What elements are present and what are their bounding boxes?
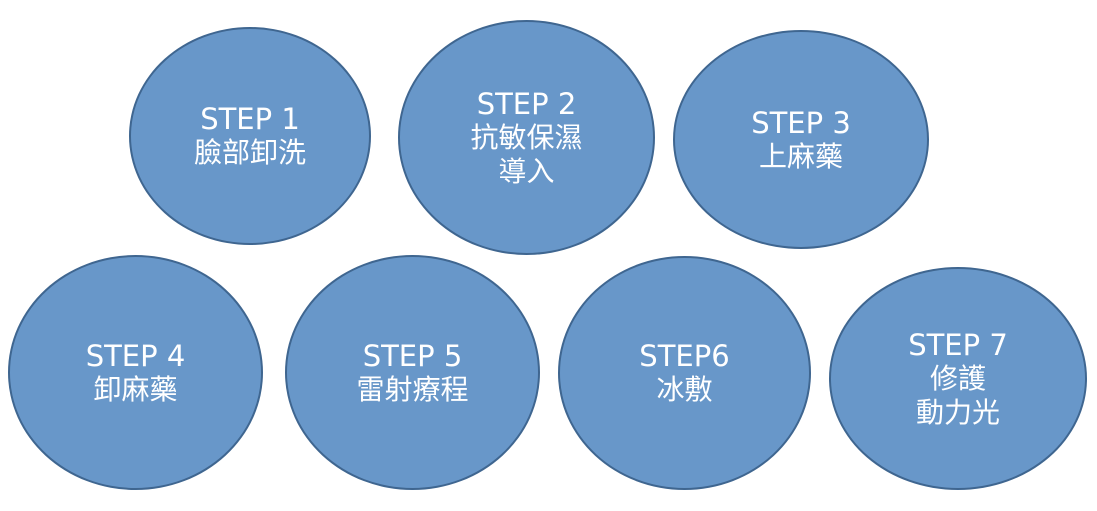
step-6-node: STEP6 冰敷: [558, 256, 811, 490]
step-1-node: STEP 1 臉部卸洗: [129, 27, 371, 245]
step-3-node: STEP 3 上麻藥: [673, 30, 929, 249]
step-5-title: STEP 5: [362, 338, 463, 373]
step-4-label: 卸麻藥: [93, 372, 178, 406]
step-2-title: STEP 2: [476, 86, 577, 121]
step-2-node: STEP 2 抗敏保濕 導入: [398, 20, 655, 255]
step-4-title: STEP 4: [85, 338, 186, 373]
step-6-title: STEP6: [639, 339, 730, 373]
step-5-label: 雷射療程: [356, 372, 469, 406]
step-3-label: 上麻藥: [758, 139, 843, 173]
step-1-title: STEP 1: [200, 102, 300, 136]
step-7-label-line-1: 修護: [929, 361, 986, 395]
step-2-label-line-1: 抗敏保濕: [470, 120, 583, 154]
step-3-title: STEP 3: [751, 105, 851, 140]
step-7-label-line-2: 動力光: [915, 395, 1000, 429]
step-1-label: 臉部卸洗: [193, 136, 306, 169]
step-6-label: 冰敷: [656, 373, 713, 406]
step-5-node: STEP 5 雷射療程: [285, 255, 540, 490]
step-2-label-line-2: 導入: [498, 154, 555, 188]
step-7-node: STEP 7 修護 動力光: [829, 267, 1087, 490]
step-4-node: STEP 4 卸麻藥: [8, 255, 263, 490]
step-7-title: STEP 7: [908, 327, 1008, 362]
